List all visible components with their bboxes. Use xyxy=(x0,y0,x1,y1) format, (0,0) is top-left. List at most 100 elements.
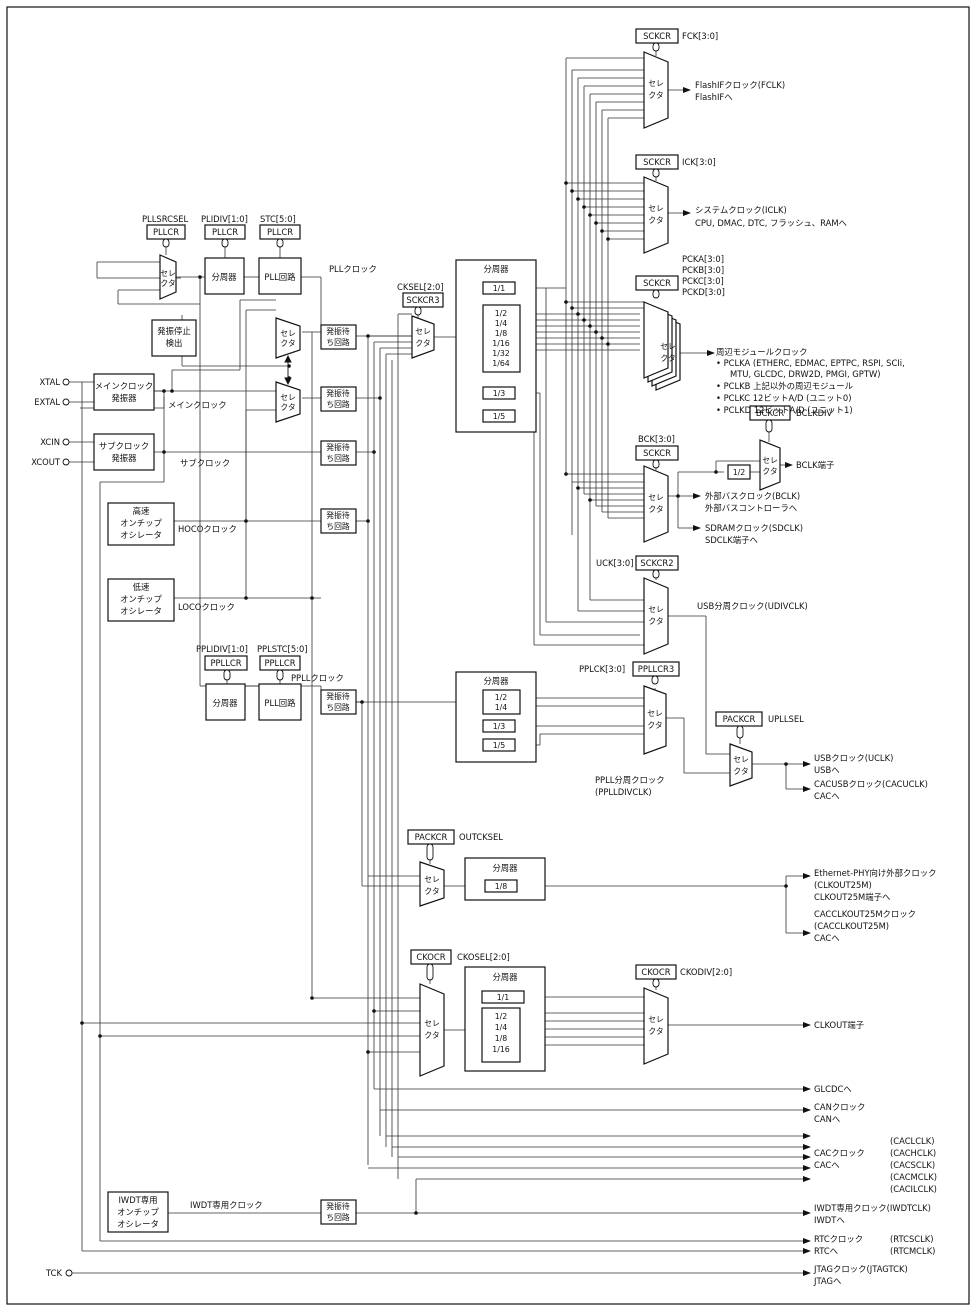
reg-packcr-1: PACKCR xyxy=(723,714,756,724)
xcin-pin xyxy=(62,438,70,446)
sub-osc-l1: サブクロック xyxy=(99,441,149,451)
extal-pin xyxy=(62,398,70,406)
out-rtcmclk: (RTCMCLK) xyxy=(890,1246,935,1256)
out-bclk-1: 外部バスクロック(BCLK) xyxy=(705,491,800,501)
out-pclka: • PCLKA (ETHERC, EDMAC, EPTPC, RSPI, SCI… xyxy=(716,358,905,368)
oscstop-l2: 検出 xyxy=(166,338,183,348)
ppl-div-box xyxy=(205,683,246,721)
wait-ppll xyxy=(320,689,357,715)
loco-l3: オシレータ xyxy=(120,606,162,616)
sel-bclk-l1: セレ xyxy=(762,456,778,465)
out-periph-title: 周辺モジュールクロック xyxy=(716,347,808,357)
wait-main-l1: 発振待 xyxy=(326,388,350,398)
register-boxes xyxy=(146,28,791,980)
lbl-pckd: PCKD[3:0] xyxy=(682,287,725,297)
iwdt-osc-l2: オンチップ xyxy=(117,1207,159,1217)
sel-outcksel xyxy=(419,861,445,907)
out-uclk-2: USBへ xyxy=(814,765,840,775)
sel-pck-l2: クタ xyxy=(660,354,675,363)
div-multi xyxy=(482,304,521,373)
sel-upllsel xyxy=(729,743,753,787)
lbl-pckc: PCKC[3:0] xyxy=(682,276,724,286)
out-udivclk: USB分周クロック(UDIVCLK) xyxy=(697,601,808,611)
plidiv-box xyxy=(204,257,245,295)
bullet-d: • xyxy=(716,405,724,415)
sel-fck-l2: クタ xyxy=(648,91,663,100)
reg-sckcr2: SCKCR2 xyxy=(640,558,673,568)
out-rtc-1: RTCクロック xyxy=(814,1234,863,1244)
main-div-title: 分周器 xyxy=(483,264,509,274)
iwdt-osc-l3: オシレータ xyxy=(117,1219,159,1229)
wait-iwdt xyxy=(320,1199,357,1225)
sel-fck-l1: セレ xyxy=(648,79,664,88)
out-iwdt-1: IWDT専用クロック(IWDTCLK) xyxy=(814,1203,931,1213)
bullet-c: • xyxy=(716,393,724,403)
text-layer: メインクロック 発振器 サブクロック 発振器 高速 オンチップ オシレータ 低速… xyxy=(95,31,937,1286)
ppldiv-label: 分周器 xyxy=(212,698,238,708)
out-can-2: CANへ xyxy=(814,1114,840,1124)
oscstop-box xyxy=(151,319,197,357)
out-uclk-3: CACUSBクロック(CACUCLK) xyxy=(814,779,928,789)
wait-sub xyxy=(320,440,357,466)
reg-sckcr-ick: SCKCR xyxy=(643,157,671,167)
hoco-clock-label: HOCOクロック xyxy=(178,524,237,534)
sel-bclk-l2: クタ xyxy=(762,467,777,476)
ckout-div-multi xyxy=(481,1007,521,1063)
out-iclk-2: CPU, DMAC, DTC, フラッシュ、RAMへ xyxy=(695,218,847,228)
ppll-div-13t: 1/3 xyxy=(493,722,506,731)
extal-label: EXTAL xyxy=(34,397,60,407)
iwdt-clock-label: IWDT専用クロック xyxy=(190,1200,263,1210)
bullet-a: • xyxy=(716,358,724,368)
out-pclka2: MTU, GLCDC, DRW2D, PMGI, GPTW) xyxy=(730,369,881,379)
sel-outck-l1: セレ xyxy=(424,875,440,884)
out-25m-3: CLKOUT25M端子へ xyxy=(814,892,890,902)
sel-pllsrc xyxy=(159,254,177,300)
loco-l1: 低速 xyxy=(133,582,150,592)
oscstop-l1: 発振停止 xyxy=(157,326,191,336)
sel-mainb xyxy=(275,381,301,423)
wait-hoco-l1: 発振待 xyxy=(326,510,350,520)
lbl-ick: ICK[3:0] xyxy=(682,157,716,167)
loco-clock-label: LOCOクロック xyxy=(178,602,235,612)
lbl-pcka: PCKA[3:0] xyxy=(682,254,724,264)
reg-pllcr-1: PLLCR xyxy=(153,227,179,237)
sel-pplck xyxy=(643,685,667,755)
lbl-pplstc: PPLSTC[5:0] xyxy=(257,644,308,654)
reg-pllcr-3: PLLCR xyxy=(267,227,293,237)
out-jtag-1: JTAGクロック(JTAGTCK) xyxy=(813,1264,908,1274)
reg-sckcr-bck: SCKCR xyxy=(643,448,671,458)
reg-ppllcr-1: PPLLCR xyxy=(210,658,241,668)
sel-upll-l1: セレ xyxy=(733,755,749,764)
reg-packcr-2: PACKCR xyxy=(415,832,448,842)
selectors xyxy=(159,51,781,1077)
sel-ick xyxy=(643,176,669,254)
wait-hoco xyxy=(320,508,357,534)
out25-divider-outer xyxy=(464,857,546,901)
bclk-div-box xyxy=(727,464,751,480)
sel-upll-l2: クタ xyxy=(733,767,748,776)
sel-bck-l2: クタ xyxy=(648,505,663,514)
out-can-1: CANクロック xyxy=(814,1102,865,1112)
wait-iwdt-l1: 発振待 xyxy=(326,1201,350,1211)
sel-ckosel-l2: クタ xyxy=(424,1031,439,1040)
ppll-div-15 xyxy=(482,738,516,752)
div-13: 1/3 xyxy=(493,389,506,398)
out-pclka-text: PCLKA (ETHERC, EDMAC, EPTPC, RSPI, SCIi, xyxy=(724,358,905,368)
out-25m-2: (CLKOUT25M) xyxy=(814,880,872,890)
sel-ckosel-l1: セレ xyxy=(424,1019,440,1028)
sel-cksel xyxy=(411,315,435,359)
out-cac-1: CACクロック xyxy=(814,1148,865,1158)
sub-clock-label: サブクロック xyxy=(180,458,230,468)
ppll-box xyxy=(258,683,302,721)
out25-div-18t: 1/8 xyxy=(495,882,508,891)
reg-ppllcr3: PPLLCR3 xyxy=(638,664,674,674)
lbl-pllsrcsel: PLLSRCSEL xyxy=(142,214,189,224)
lbl-pplck: PPLCK[3:0] xyxy=(579,664,625,674)
xcout-pin xyxy=(62,458,70,466)
sel-cksel-l1: セレ xyxy=(415,327,431,336)
lbl-fck: FCK[3:0] xyxy=(682,31,718,41)
div-14: 1/4 xyxy=(495,319,508,328)
out-25m-1: Ethernet-PHY向け外部クロック xyxy=(814,868,937,878)
out-caclclk: (CACLCLK) xyxy=(890,1136,934,1146)
